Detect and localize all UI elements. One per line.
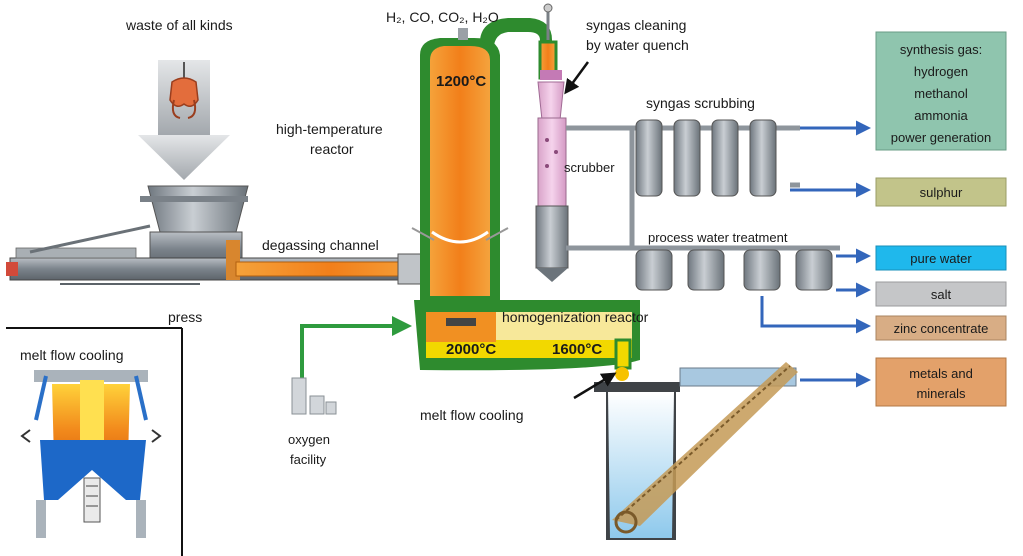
label-htr-line2: reactor xyxy=(310,141,354,157)
output-pure-water-box: pure water xyxy=(875,245,1007,271)
label-degassing-channel: degassing channel xyxy=(262,237,379,253)
output-synthesis-line: ammonia xyxy=(914,108,968,123)
label-oxygen-line1: oxygen xyxy=(288,432,330,447)
output-arrows xyxy=(760,120,871,388)
output-synthesis-line: methanol xyxy=(914,86,968,101)
inset-title: melt flow cooling xyxy=(20,347,124,363)
label-homogenization: homogenization reactor xyxy=(502,309,649,325)
grab-claw-icon xyxy=(169,62,199,119)
label-melt-flow-cooling: melt flow cooling xyxy=(420,407,524,423)
process-water-tanks xyxy=(635,249,833,291)
label-gases: H₂, CO, CO₂, H₂O xyxy=(386,9,499,25)
inset-melt-flow-cooling xyxy=(6,327,183,556)
label-temp-left: 2000°C xyxy=(446,341,496,358)
label-temp-top: 1200°C xyxy=(436,73,486,90)
melt-cooling-basin xyxy=(594,362,798,540)
output-metals-line: minerals xyxy=(916,386,966,401)
press-machine xyxy=(6,185,423,285)
label-press: press xyxy=(168,309,202,325)
label-scrubber: scrubber xyxy=(564,160,615,175)
label-syngas-scrubbing: syngas scrubbing xyxy=(646,95,755,111)
label-oxygen-line2: facility xyxy=(290,452,327,467)
syngas-scrubbing-towers xyxy=(635,119,777,197)
pointer-arrows xyxy=(564,61,617,400)
output-synthesis-line: hydrogen xyxy=(914,64,968,79)
output-zinc-box: zinc concentrate xyxy=(875,315,1007,341)
output-sulphur-box: sulphur xyxy=(875,177,1007,207)
output-salt-label: salt xyxy=(931,287,952,302)
output-synthesis-line: power generation xyxy=(891,130,991,145)
output-pure-water-label: pure water xyxy=(910,251,972,266)
label-quench-line2: by water quench xyxy=(586,37,689,53)
scrubber-column xyxy=(535,117,569,282)
output-metals-line: metals and xyxy=(909,366,973,381)
label-quench-line1: syngas cleaning xyxy=(586,17,686,33)
output-synthesis-line: synthesis gas: xyxy=(900,42,982,57)
oxygen-facility xyxy=(291,316,412,415)
label-waste: waste of all kinds xyxy=(125,17,233,33)
output-salt-box: salt xyxy=(875,281,1007,307)
output-metals-box: metals and minerals xyxy=(875,357,1007,407)
label-process-water: process water treatment xyxy=(648,230,788,245)
high-temperature-reactor xyxy=(411,18,558,300)
output-synthesis-gas-box: synthesis gas: hydrogen methanol ammonia… xyxy=(875,31,1007,151)
label-temp-right: 1600°C xyxy=(552,341,602,358)
output-sulphur-label: sulphur xyxy=(920,185,963,200)
output-zinc-label: zinc concentrate xyxy=(894,321,989,336)
label-htr-line1: high-temperature xyxy=(276,121,383,137)
homogenization-reactor xyxy=(414,300,640,381)
